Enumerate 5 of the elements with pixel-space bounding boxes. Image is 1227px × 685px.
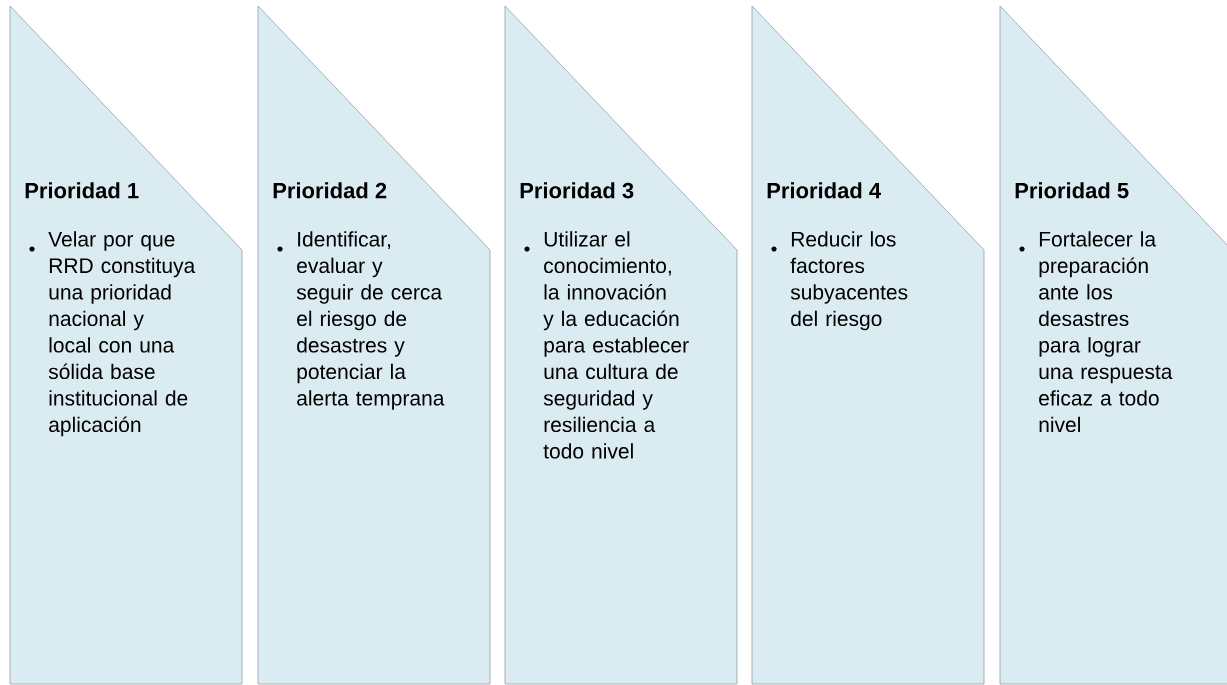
chevron-box: Prioridad 5 Fortalecer la preparación ante los desastres para lograr una respuesta eficaz a todo nivel <box>999 5 1227 685</box>
chevron-box: Prioridad 4 Reducir los factores subyacentes del riesgo <box>751 5 985 685</box>
chevron-box: Prioridad 2 Identificar, evaluar y seguir de cerca el riesgo de desastres y potenciar la alerta temprana <box>257 5 491 685</box>
chevron-box: Prioridad 1 Velar por que RRD constituya una prioridad nacional y local con una sólida base institucional de aplicación <box>9 5 243 685</box>
chevron-box: Prioridad 3 Utilizar el conocimiento, la innovación y la educación para establecer una cultura de seguridad y resiliencia a todo nivel <box>504 5 738 685</box>
